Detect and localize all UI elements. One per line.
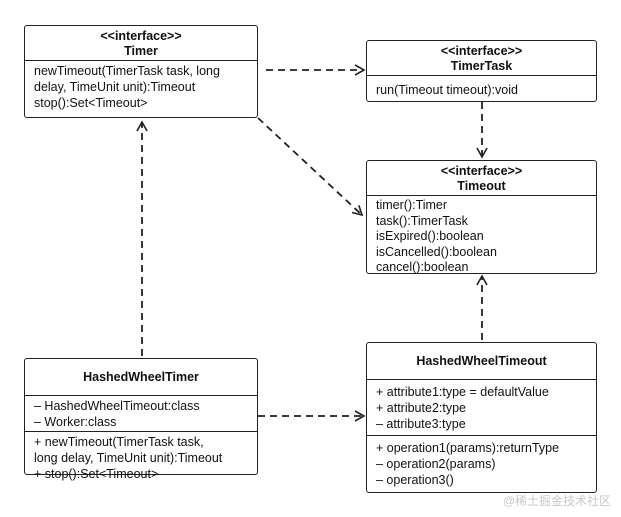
- method-line: + newTimeout(TimerTask task,: [34, 435, 204, 449]
- class-header: HashedWheelTimeout: [367, 343, 596, 380]
- method-line: run(Timeout timeout):void: [376, 83, 518, 97]
- method-line: cancel():boolean: [376, 260, 469, 274]
- attribute-line: – Worker:class: [34, 415, 117, 429]
- hashedwheeltimer-class-box[interactable]: HashedWheelTimer – HashedWheelTimeout:cl…: [24, 358, 258, 481]
- methods-section: timer():Timer task():TimerTask isExpired…: [367, 196, 596, 277]
- class-header: <<interface>> Timer: [25, 26, 257, 61]
- method-line: isExpired():boolean: [376, 229, 484, 243]
- stereotype-label: <<interface>>: [100, 29, 182, 43]
- attributes-section: – HashedWheelTimeout:class – Worker:clas…: [25, 396, 257, 431]
- method-line: newTimeout(TimerTask task, long: [34, 64, 220, 78]
- class-name: Timeout: [457, 179, 506, 193]
- methods-section: run(Timeout timeout):void: [367, 76, 596, 99]
- method-line: stop():Set<Timeout>: [34, 96, 148, 110]
- class-name: HashedWheelTimer: [83, 370, 199, 384]
- class-name: Timer: [124, 44, 158, 58]
- watermark: @稀土掘金技术社区: [502, 494, 611, 508]
- timeout-interface-box[interactable]: <<interface>> Timeout timer():Timer task…: [366, 160, 597, 274]
- timer-interface-box[interactable]: <<interface>> Timer newTimeout(TimerTask…: [24, 25, 258, 118]
- method-line: – operation2(params): [376, 457, 496, 471]
- attribute-line: + attribute2:type: [376, 401, 466, 415]
- class-name: HashedWheelTimeout: [416, 354, 547, 368]
- attribute-line: – HashedWheelTimeout:class: [34, 399, 200, 413]
- edge-timer-to-timeout: [257, 117, 364, 217]
- method-line: long delay, TimeUnit unit):Timeout: [34, 451, 223, 465]
- method-line: task():TimerTask: [376, 213, 468, 228]
- hashedwheeltimeout-class-box[interactable]: HashedWheelTimeout + attribute1:type = d…: [366, 342, 597, 493]
- method-line: isCancelled():boolean: [376, 244, 497, 259]
- attribute-line: + attribute1:type = defaultValue: [376, 385, 549, 399]
- methods-section: + operation1(params):returnType – operat…: [367, 435, 596, 489]
- method-line: timer():Timer: [376, 198, 448, 212]
- stereotype-label: <<interface>>: [440, 44, 523, 58]
- method-line: + operation1(params):returnType: [376, 441, 560, 455]
- methods-section: + newTimeout(TimerTask task, long delay,…: [25, 431, 257, 483]
- class-header: <<interface>> Timeout: [367, 161, 596, 196]
- timertask-interface-box[interactable]: <<interface>> TimerTask run(Timeout time…: [366, 40, 597, 102]
- class-header: <<interface>> TimerTask: [367, 41, 596, 76]
- attributes-section: + attribute1:type = defaultValue + attri…: [367, 380, 596, 435]
- method-line: + stop():Set<Timeout>: [34, 467, 159, 481]
- class-header: HashedWheelTimer: [25, 359, 257, 396]
- methods-section: newTimeout(TimerTask task, long delay, T…: [25, 61, 257, 112]
- class-name: TimerTask: [450, 59, 513, 73]
- method-line: delay, TimeUnit unit):Timeout: [34, 80, 196, 94]
- stereotype-label: <<interface>>: [440, 164, 523, 178]
- attribute-line: – attribute3:type: [376, 417, 466, 431]
- method-line: – operation3(): [376, 473, 454, 487]
